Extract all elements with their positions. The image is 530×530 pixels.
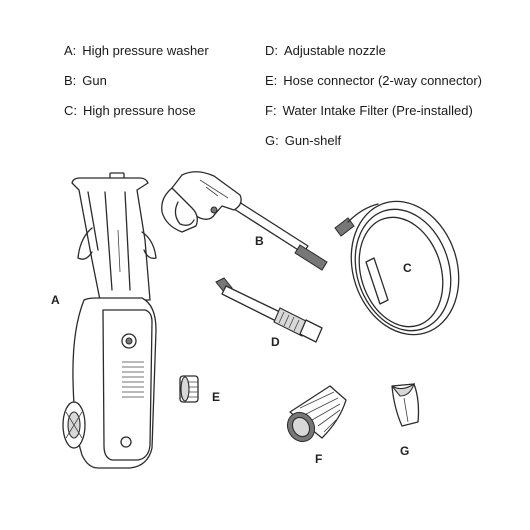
legend-item-g: G: Gun-shelf <box>265 133 341 148</box>
legend-text: High pressure washer <box>82 43 209 58</box>
gun-lance <box>230 199 309 254</box>
filter-base-inner <box>291 416 311 438</box>
hose-coil-inner <box>358 216 444 328</box>
legend-item-c: C: High pressure hose <box>64 103 196 118</box>
gun-shelf-top <box>391 382 416 397</box>
label-g: G <box>400 444 409 458</box>
hose-top-lead <box>347 203 379 223</box>
nozzle-drawing: D <box>215 277 323 349</box>
washer-switch-center <box>125 337 133 345</box>
nozzle-grip-ridges <box>278 311 300 332</box>
filter-cone <box>289 385 347 439</box>
legend-item-e: E: Hose connector (2-way connector) <box>265 73 482 88</box>
washer-wheel-spokes <box>65 411 83 439</box>
gun-shelf-drawing: G <box>391 382 420 458</box>
label-c: C <box>403 261 412 275</box>
gun-lock-button <box>210 206 218 214</box>
connector-drawing: E <box>179 375 220 404</box>
legend-text: Adjustable nozzle <box>284 43 386 58</box>
hose-end-fitting <box>365 257 389 305</box>
gun-grip <box>161 187 198 233</box>
washer-handle-slot-inner <box>117 229 121 273</box>
legend-key: B: <box>64 73 77 88</box>
legend-key: F: <box>265 103 277 118</box>
washer-left-hook <box>77 227 93 260</box>
label-b: B <box>255 234 264 248</box>
nozzle-head <box>299 319 323 343</box>
washer-front-panel <box>102 309 153 461</box>
spray-gun-drawing: B <box>161 171 328 271</box>
parts-legend: A: High pressure washer B: Gun C: High pres… <box>0 0 530 170</box>
washer-right-hook <box>141 231 157 259</box>
label-d: D <box>271 335 280 349</box>
legend-item-d: D: Adjustable nozzle <box>265 43 386 58</box>
filter-mesh <box>299 391 341 433</box>
gun-tip <box>294 244 328 271</box>
filter-drawing: F <box>286 385 347 466</box>
gun-shelf-edge <box>403 397 409 423</box>
pressure-washer-drawing <box>62 172 157 469</box>
legend-text: Water Intake Filter (Pre-installed) <box>282 103 473 118</box>
hose-coil-outer <box>350 200 460 336</box>
gun-body-detail <box>199 179 229 199</box>
legend-item-b: B: Gun <box>64 73 107 88</box>
label-e: E <box>212 390 220 404</box>
legend-text: Gun-shelf <box>284 133 342 148</box>
legend-key: E: <box>265 73 278 88</box>
hose-coil-middle <box>354 208 452 332</box>
label-a: A <box>51 293 60 307</box>
legend-key: G: <box>265 133 279 148</box>
label-f: F <box>315 452 322 466</box>
legend-text: Gun <box>82 73 107 88</box>
nozzle-shaft <box>221 285 283 323</box>
connector-opening <box>180 376 190 402</box>
legend-text: High pressure hose <box>83 103 196 118</box>
legend-item-f: F: Water Intake Filter (Pre-installed) <box>265 103 473 118</box>
legend-text: Hose connector (2-way connector) <box>283 73 482 88</box>
washer-handle-slots <box>87 191 131 291</box>
legend-item-a: A: High pressure washer <box>64 43 209 58</box>
washer-vents <box>122 361 144 398</box>
parts-diagram: B C D E F G <box>51 171 460 469</box>
legend-key: D: <box>265 43 278 58</box>
washer-outlet <box>120 436 132 448</box>
gun-trigger <box>174 201 195 226</box>
legend-key: C: <box>64 103 77 118</box>
hose-top-connector <box>334 217 355 237</box>
legend-key: A: <box>64 43 77 58</box>
hose-drawing: C <box>334 200 460 336</box>
